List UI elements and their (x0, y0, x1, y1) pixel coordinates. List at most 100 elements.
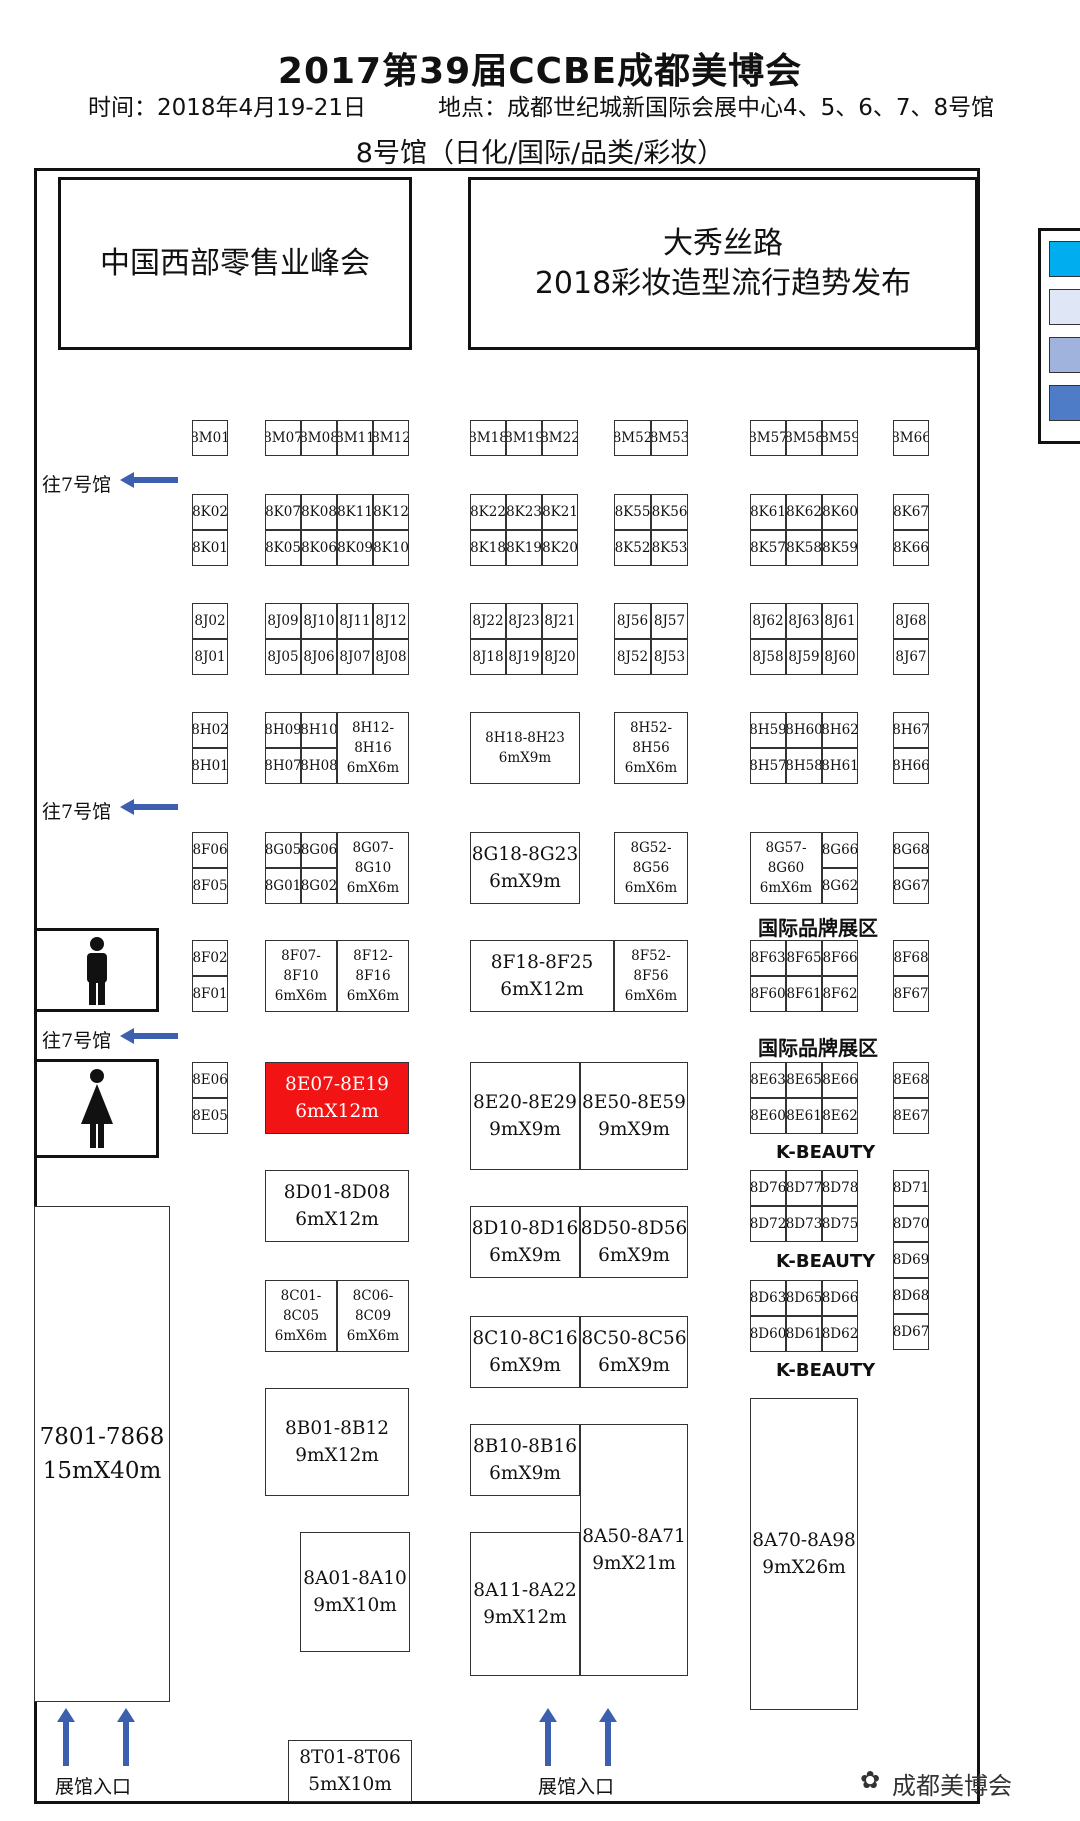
booth[interactable]: 8H10 (301, 712, 337, 748)
booth[interactable]: 8E62 (822, 1098, 858, 1134)
booth[interactable]: 8A01-8A10 9mX10m (300, 1532, 410, 1652)
booth[interactable]: 8D68 (893, 1278, 929, 1314)
booth[interactable]: 8F06 (192, 832, 228, 868)
booth[interactable]: 8K23 (506, 494, 542, 530)
booth[interactable]: 8H18-8H23 6mX9m (470, 712, 580, 784)
booth[interactable]: 8K08 (301, 494, 337, 530)
booth[interactable]: 8H02 (192, 712, 228, 748)
booth[interactable]: 8H08 (301, 748, 337, 784)
booth[interactable]: 8M22 (542, 420, 578, 456)
booth[interactable]: 8F63 (750, 940, 786, 976)
booth[interactable]: 8G52- 8G56 6mX6m (614, 832, 688, 904)
booth[interactable]: 8F60 (750, 976, 786, 1012)
booth[interactable]: 8F18-8F25 6mX12m (470, 940, 614, 1012)
booth[interactable]: 8F67 (893, 976, 929, 1012)
booth[interactable]: 8J59 (786, 639, 822, 675)
booth[interactable]: 8J10 (301, 603, 337, 639)
booth[interactable]: 8H67 (893, 712, 929, 748)
booth[interactable]: 8K61 (750, 494, 786, 530)
booth[interactable]: 8J06 (301, 639, 337, 675)
booth[interactable]: 8F66 (822, 940, 858, 976)
booth[interactable]: 8D73 (786, 1206, 822, 1242)
booth[interactable]: 8J68 (893, 603, 929, 639)
booth[interactable]: 8K21 (542, 494, 578, 530)
booth[interactable]: 8E67 (893, 1098, 929, 1134)
booth[interactable]: 8M01 (192, 420, 228, 456)
booth[interactable]: 8M53 (651, 420, 688, 456)
booth[interactable]: 8J63 (786, 603, 822, 639)
booth[interactable]: 8H66 (893, 748, 929, 784)
booth[interactable]: 8J58 (750, 639, 786, 675)
booth[interactable]: 8M11 (337, 420, 373, 456)
booth[interactable]: 8E06 (192, 1062, 228, 1098)
booth[interactable]: 8J21 (542, 603, 578, 639)
booth[interactable]: 8G06 (301, 832, 337, 868)
booth[interactable]: 8J60 (822, 639, 858, 675)
booth[interactable]: 8D65 (786, 1280, 822, 1316)
booth[interactable]: 8J22 (470, 603, 506, 639)
booth[interactable]: 8H62 (822, 712, 858, 748)
booth[interactable]: 8M52 (614, 420, 651, 456)
booth[interactable]: 8D75 (822, 1206, 858, 1242)
booth[interactable]: 8E61 (786, 1098, 822, 1134)
booth[interactable]: 8D72 (750, 1206, 786, 1242)
booth[interactable]: 8K57 (750, 530, 786, 566)
booth[interactable]: 8B10-8B16 6mX9m (470, 1424, 580, 1496)
booth[interactable]: 8J57 (651, 603, 688, 639)
booth[interactable]: 8K66 (893, 530, 929, 566)
booth[interactable]: 8D61 (786, 1316, 822, 1352)
booth[interactable]: 8J62 (750, 603, 786, 639)
booth[interactable]: 8D66 (822, 1280, 858, 1316)
booth[interactable]: 8G66 (822, 832, 858, 868)
booth[interactable]: 8M18 (470, 420, 506, 456)
booth[interactable]: 8F12- 8F16 6mX6m (337, 940, 409, 1012)
booth[interactable]: 8K11 (337, 494, 373, 530)
booth[interactable]: 8G07- 8G10 6mX6m (337, 832, 409, 904)
booth[interactable]: 8J61 (822, 603, 858, 639)
booth[interactable]: 8H60 (786, 712, 822, 748)
booth[interactable]: 8G02 (301, 868, 337, 904)
booth[interactable]: 8K18 (470, 530, 506, 566)
booth[interactable]: 8K22 (470, 494, 506, 530)
booth[interactable]: 8D70 (893, 1206, 929, 1242)
booth[interactable]: 8H09 (265, 712, 301, 748)
booth[interactable]: 8H52- 8H56 6mX6m (614, 712, 688, 784)
booth[interactable]: 8E20-8E29 9mX9m (470, 1062, 580, 1170)
booth[interactable]: 8C01- 8C05 6mX6m (265, 1280, 337, 1352)
booth[interactable]: 8K62 (786, 494, 822, 530)
booth[interactable]: 8J12 (373, 603, 409, 639)
booth[interactable]: 8E65 (786, 1062, 822, 1098)
booth[interactable]: 8D77 (786, 1170, 822, 1206)
booth-block[interactable]: 7801-7868 15mX40m (34, 1206, 170, 1702)
booth[interactable]: 8K20 (542, 530, 578, 566)
booth[interactable]: 8C50-8C56 6mX9m (580, 1316, 688, 1388)
booth[interactable]: 8F02 (192, 940, 228, 976)
booth[interactable]: 8G05 (265, 832, 301, 868)
booth[interactable]: 8D69 (893, 1242, 929, 1278)
booth[interactable]: 8C06- 8C09 6mX6m (337, 1280, 409, 1352)
booth[interactable]: 8K12 (373, 494, 409, 530)
booth[interactable]: 8H07 (265, 748, 301, 784)
booth[interactable]: 8J20 (542, 639, 578, 675)
booth[interactable]: 8G57- 8G60 6mX6m (750, 832, 822, 904)
booth[interactable]: 8T01-8T06 5mX10m (288, 1740, 412, 1802)
booth[interactable]: 8E63 (750, 1062, 786, 1098)
booth[interactable]: 8A50-8A71 9mX21m (580, 1424, 688, 1676)
booth[interactable]: 8J01 (192, 639, 228, 675)
booth[interactable]: 8J23 (506, 603, 542, 639)
booth[interactable]: 8G68 (893, 832, 929, 868)
booth[interactable]: 8M08 (301, 420, 337, 456)
booth[interactable]: 8H57 (750, 748, 786, 784)
booth[interactable]: 8J18 (470, 639, 506, 675)
booth[interactable]: 8M07 (265, 420, 301, 456)
booth[interactable]: 8D60 (750, 1316, 786, 1352)
booth[interactable]: 8K07 (265, 494, 301, 530)
booth[interactable]: 8E07-8E19 6mX12m (265, 1062, 409, 1134)
booth[interactable]: 8B01-8B12 9mX12m (265, 1388, 409, 1496)
booth[interactable]: 8K06 (301, 530, 337, 566)
booth[interactable]: 8K02 (192, 494, 228, 530)
booth[interactable]: 8A70-8A98 9mX26m (750, 1398, 858, 1710)
booth[interactable]: 8D63 (750, 1280, 786, 1316)
booth[interactable]: 8J53 (651, 639, 688, 675)
booth[interactable]: 8M12 (373, 420, 409, 456)
